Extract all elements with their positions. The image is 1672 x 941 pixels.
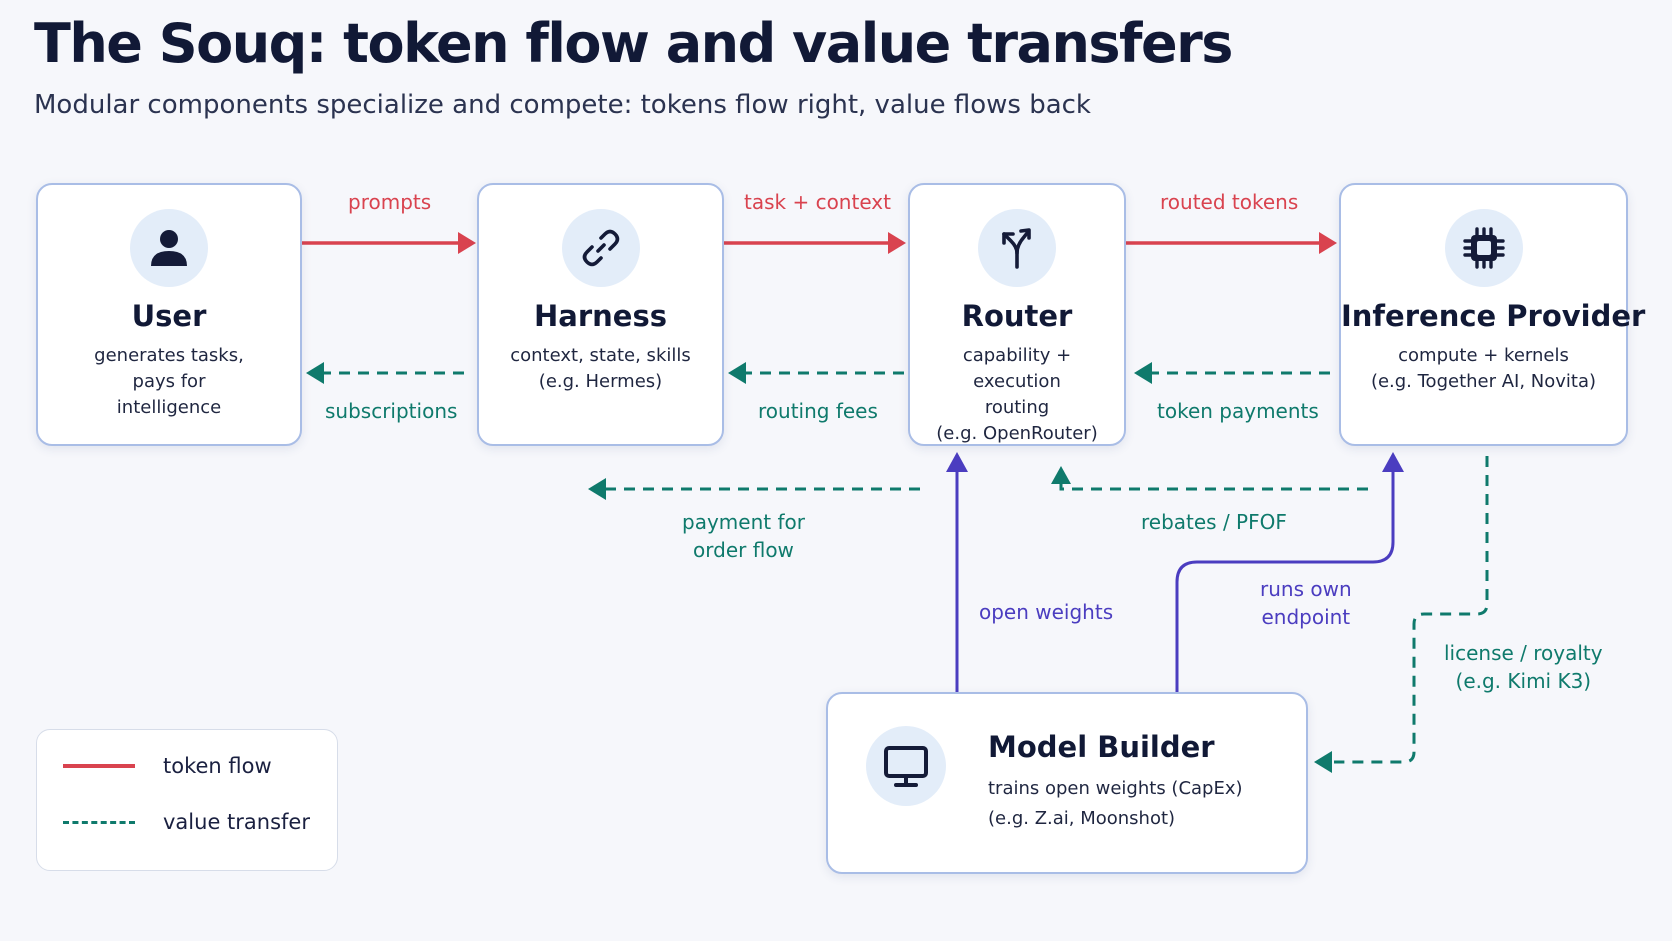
monitor-icon bbox=[866, 726, 946, 806]
legend-label-value-transfer: value transfer bbox=[163, 810, 310, 834]
page-subtitle: Modular components specialize and compet… bbox=[34, 90, 1091, 120]
chip-icon bbox=[1444, 209, 1523, 287]
inference-provider-node[interactable]: Inference Provider compute + kernels (e.… bbox=[1339, 183, 1646, 446]
model-builder-title: Model Builder bbox=[988, 730, 1215, 764]
label-task-context: task + context bbox=[744, 190, 891, 214]
harness-node[interactable]: Harness context, state, skills (e.g. Her… bbox=[477, 183, 724, 446]
legend: token flow value transfer bbox=[36, 729, 338, 871]
router-title: Router bbox=[961, 299, 1073, 333]
label-rebates: rebates / PFOF bbox=[1141, 510, 1287, 534]
token-flow-swatch bbox=[63, 764, 135, 768]
legend-item-token-flow: token flow bbox=[37, 754, 272, 778]
token-flow-arrows bbox=[302, 232, 1337, 254]
label-prompts: prompts bbox=[348, 190, 432, 214]
arrow-rebates bbox=[1059, 480, 1368, 491]
user-title: User bbox=[131, 299, 207, 333]
value-transfer-swatch bbox=[63, 820, 135, 824]
arrow-runs-own-endpoint bbox=[1175, 470, 1395, 692]
link-icon bbox=[561, 209, 640, 287]
user-description: generates tasks, pays for intelligence bbox=[94, 345, 244, 418]
label-routed-tokens: routed tokens bbox=[1160, 190, 1299, 214]
label-token-payments: token payments bbox=[1157, 399, 1319, 423]
label-runs-own-endpoint: runs own endpoint bbox=[1260, 577, 1352, 629]
person-icon bbox=[130, 209, 208, 287]
page-title: The Souq: token flow and value transfers bbox=[34, 12, 1233, 75]
router-node[interactable]: Router capability + execution routing (e… bbox=[908, 183, 1126, 446]
model-flow-arrowheads bbox=[946, 452, 1404, 472]
provider-description: compute + kernels (e.g. Together AI, Nov… bbox=[1370, 345, 1597, 392]
router-description: capability + execution routing (e.g. Ope… bbox=[936, 345, 1098, 444]
arrow-license-royalty bbox=[1334, 456, 1489, 764]
value-transfer-arrows bbox=[320, 371, 1489, 764]
label-open-weights: open weights bbox=[979, 600, 1114, 624]
model-builder-node[interactable]: Model Builder trains open weights (CapEx… bbox=[826, 692, 1308, 874]
harness-title: Harness bbox=[534, 299, 667, 333]
label-license-royalty: license / royalty (e.g. Kimi K3) bbox=[1444, 641, 1603, 693]
user-node[interactable]: User generates tasks, pays for intellige… bbox=[36, 183, 302, 446]
model-flow-arrows bbox=[955, 470, 1395, 692]
legend-item-value-transfer: value transfer bbox=[37, 810, 310, 834]
provider-title: Inference Provider bbox=[1341, 299, 1646, 333]
split-arrow-icon bbox=[978, 209, 1056, 287]
model-builder-description: trains open weights (CapEx) (e.g. Z.ai, … bbox=[988, 778, 1243, 829]
harness-description: context, state, skills (e.g. Hermes) bbox=[510, 345, 691, 392]
label-routing-fees: routing fees bbox=[758, 399, 878, 423]
label-payment-for-order-flow: payment for order flow bbox=[682, 510, 805, 562]
value-transfer-arrowheads bbox=[306, 362, 1332, 773]
legend-label-token-flow: token flow bbox=[163, 754, 272, 778]
label-subscriptions: subscriptions bbox=[325, 399, 458, 423]
